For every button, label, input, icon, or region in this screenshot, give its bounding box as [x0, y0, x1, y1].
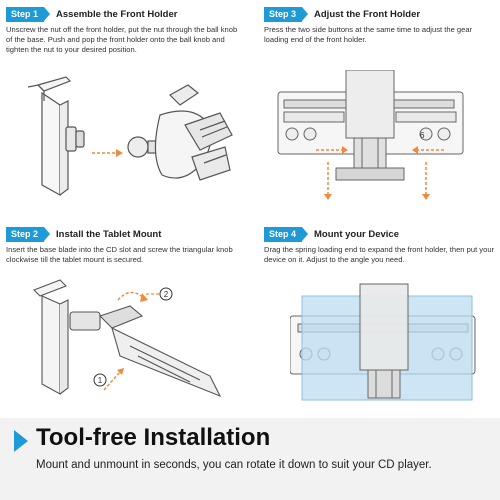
callout-two-label: 2 [164, 290, 169, 299]
step-1-badge: Step 1 [6, 6, 51, 22]
front-holder-drawing [27, 76, 85, 197]
step-2-badge: Step 2 [6, 226, 51, 242]
step-3-title: Adjust the Front Holder [314, 8, 421, 20]
step-1: Step 1 Assemble the Front Holder Unscrew… [6, 6, 244, 55]
step-4-badge: Step 4 [264, 226, 309, 242]
banner-title: Tool-free Installation [36, 424, 271, 451]
step-4-title: Mount your Device [314, 228, 400, 240]
step-2-description: Insert the base blade into the CD slot a… [6, 245, 233, 264]
step-4-illustration [290, 283, 476, 401]
callout-two: 2 [159, 287, 173, 301]
ball-knob-base-drawing [127, 84, 233, 181]
bottom-banner: Tool-free Installation Mount and unmount… [0, 418, 500, 500]
step-2-title: Install the Tablet Mount [56, 228, 162, 240]
front-holder-drawing [335, 70, 405, 181]
rotate-arrow-icon [117, 291, 160, 302]
insert-arrow-icon [103, 368, 124, 391]
step-4: Step 4 Mount your Device Drag the spring… [264, 226, 496, 265]
step-3-illustration: 6 [277, 70, 464, 200]
callout-one: 1 [93, 373, 107, 387]
step-1-illustration [27, 76, 233, 197]
step-2-illustration: 1 2 [33, 279, 222, 398]
step-1-header: Step 1 Assemble the Front Holder [6, 6, 244, 22]
play-arrow-icon [14, 430, 28, 452]
step-4-description: Drag the spring loading end to expand th… [264, 245, 495, 264]
step-3: Step 3 Adjust the Front Holder Press the… [264, 6, 496, 45]
callout-six: 6 [420, 131, 425, 140]
step-1-title: Assemble the Front Holder [56, 8, 178, 20]
tablet-mount-drawing [33, 279, 222, 398]
step-2: Step 2 Install the Tablet Mount Insert t… [6, 226, 244, 265]
step-4-header: Step 4 Mount your Device [264, 226, 496, 242]
front-holder-drawing [359, 283, 409, 399]
orange-arrow-icon [316, 146, 444, 200]
callout-one-label: 1 [98, 376, 103, 385]
step-1-description: Unscrew the nut off the front holder, pu… [6, 25, 238, 54]
step-3-description: Press the two side buttons at the same t… [264, 25, 473, 44]
banner-subtitle: Mount and unmount in seconds, you can ro… [36, 459, 432, 471]
step-3-badge: Step 3 [264, 6, 309, 22]
orange-arrow-icon [92, 149, 123, 157]
step-3-header: Step 3 Adjust the Front Holder [264, 6, 496, 22]
step-2-header: Step 2 Install the Tablet Mount [6, 226, 244, 242]
